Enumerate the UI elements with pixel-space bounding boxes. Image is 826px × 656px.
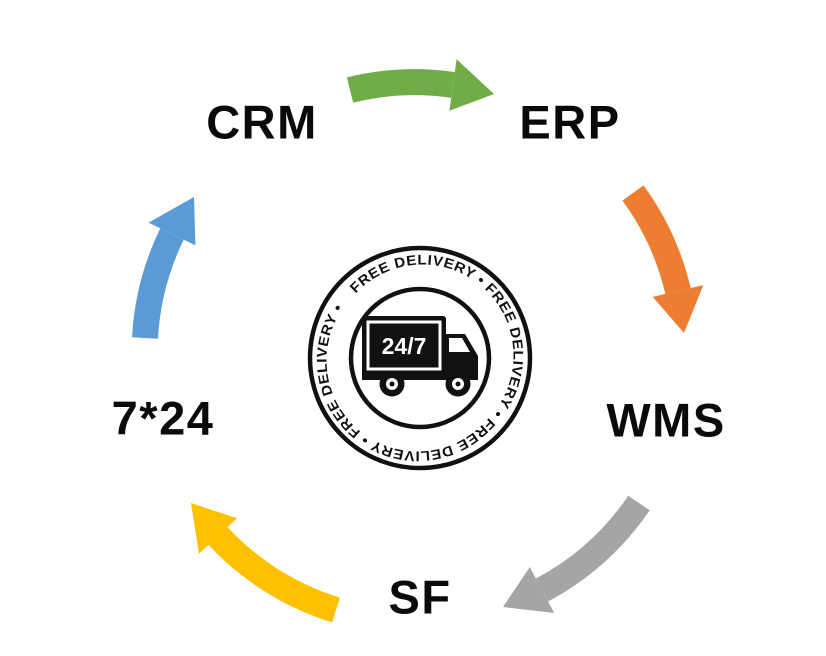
- arrow-sf-to-7x24-arc: [208, 527, 340, 623]
- arrow-7x24-to-crm-arc: [132, 228, 184, 339]
- arrow-sf-to-7x24-head: [191, 503, 237, 554]
- truck-24-7-label: 24/7: [382, 333, 427, 359]
- truck-chassis: [362, 372, 478, 380]
- arrow-erp-to-wms: [622, 185, 704, 333]
- arrow-crm-to-erp-head: [449, 59, 494, 111]
- arrow-erp-to-wms-arc: [622, 185, 691, 295]
- node-wms: WMS: [606, 393, 726, 447]
- arrow-7x24-to-crm-head: [148, 197, 196, 246]
- node-7x24: 7*24: [111, 391, 215, 445]
- truck-rear-wheel-hub: [389, 381, 395, 387]
- node-sf: SF: [388, 570, 452, 624]
- free-delivery-badge: FREE DELIVERY • FREE DELIVERY • FREE DEL…: [307, 245, 533, 471]
- truck-window: [449, 338, 470, 352]
- truck-front-wheel-hub: [455, 381, 461, 387]
- arrow-crm-to-erp: [346, 59, 494, 111]
- arrow-7x24-to-crm: [132, 197, 196, 339]
- arrow-sf-to-7x24: [191, 503, 340, 623]
- arrow-wms-to-sf-head: [503, 567, 555, 613]
- node-erp: ERP: [519, 95, 621, 149]
- arrow-wms-to-sf: [503, 495, 650, 613]
- arrow-erp-to-wms-head: [652, 285, 704, 333]
- delivery-truck-icon: 24/7: [362, 316, 478, 397]
- node-crm: CRM: [206, 95, 318, 149]
- arrow-crm-to-erp-arc: [346, 69, 455, 103]
- truck-cargo-box-frame: [366, 320, 442, 371]
- truck-cargo-box: [362, 316, 446, 380]
- arrow-wms-to-sf-arc: [535, 495, 650, 602]
